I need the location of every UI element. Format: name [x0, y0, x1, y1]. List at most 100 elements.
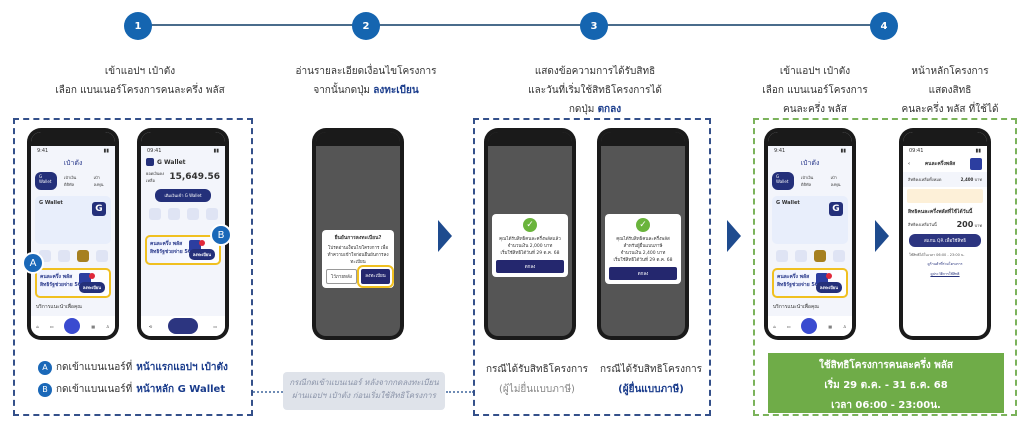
balance-value: 15,649.56: [169, 172, 220, 182]
chip-invest[interactable]: เป๋าลงทุน: [830, 175, 841, 187]
caption-line: คนละครึ่ง พลัส: [783, 104, 847, 115]
chip-invest[interactable]: เป๋าลงทุน: [93, 175, 104, 187]
note-box: กรณีกดเข้าแบนเนอร์ หลังจากกดลงทะเบียน ผ่…: [283, 372, 445, 410]
phone-gwallet: 09:41▮▮ G Wallet ยอดเงินคงเหลือ 15,649.5…: [137, 128, 229, 340]
success-dialog: ✓ คุณได้รับสิทธิคนละครึ่งพลัส สำหรับผู้ย…: [605, 214, 681, 284]
service-icon[interactable]: [57, 250, 70, 262]
chip-digital[interactable]: เป๋าเงินดิจิทัล: [801, 175, 814, 187]
chip-gwallet[interactable]: G Wallet: [35, 172, 58, 190]
ok-button[interactable]: ตกลง: [496, 260, 564, 273]
service-icon[interactable]: [148, 208, 161, 220]
section-label: บริการแนะนำเพื่อคุณ: [773, 304, 819, 310]
phone-notch: [141, 132, 225, 146]
gwallet-logo-icon: G: [92, 202, 106, 216]
phone-notch: [903, 132, 987, 146]
banner-subtitle: สิทธิรัฐช่วยจ่าย 50%: [150, 249, 197, 255]
service-icon[interactable]: [167, 208, 180, 220]
usage-line: เวลา 06:00 - 23:00น.: [831, 400, 941, 411]
dialog-body: โปรดอ่านเงื่อนไขโครงการ เพื่อทำความเข้าใ…: [327, 246, 389, 265]
section-label: บริการแนะนำเพื่อคุณ: [36, 304, 82, 310]
service-icon[interactable]: [832, 250, 845, 262]
phone-notch: [31, 132, 115, 146]
success-dialog: ✓ คุณได้รับสิทธิคนละครึ่งพลัสแล้ว จำนวนเ…: [492, 214, 568, 277]
stores-link[interactable]: ดูร้านค้าที่ร่วมโครงการ: [927, 262, 963, 266]
dialog-line: จำนวนเงิน 2,000 บาท: [507, 244, 553, 249]
balance-label: ยอดเงินคงเหลือ: [146, 171, 165, 183]
unit: บาท: [974, 177, 982, 182]
step-3-box: [473, 118, 711, 416]
caption-line: แสดงข้อความการได้รับสิทธิ: [534, 66, 656, 77]
nav-scan-icon[interactable]: [801, 318, 818, 334]
today-label: สิทธิคงเหลือวันนี้: [908, 222, 937, 227]
gwallet-title: G Wallet: [157, 158, 186, 166]
note-connector-right: [446, 391, 474, 393]
later-button[interactable]: ไว้ภายหลัง: [326, 269, 357, 284]
nav-wallet-icon[interactable]: ▭: [786, 323, 791, 329]
khon-la-khrueng-banner[interactable]: คนละครึ่ง พลัส สิทธิรัฐช่วยจ่าย 50% ลงทะ…: [145, 235, 221, 265]
dialog-line: สำหรับผู้ยื่นแบบภาษี: [623, 244, 663, 249]
topup-button[interactable]: เติมเงินเข้า G Wallet: [155, 189, 211, 202]
step-connector-line: [138, 24, 884, 26]
phone-home: 9:41▮▮ เป๋าตัง G Wallet เป๋าเงินดิจิทัล …: [27, 128, 119, 340]
arrow-right-icon: [875, 220, 889, 252]
legend-highlight: หน้าหลัก G Wallet: [136, 384, 226, 395]
nav-scan-icon[interactable]: [167, 318, 198, 334]
check-icon: ✓: [636, 218, 650, 232]
chip-digital[interactable]: เป๋าเงินดิจิทัล: [64, 175, 77, 187]
banner-register-button[interactable]: ลงทะเบียน: [815, 282, 842, 293]
phone-success-2: ✓ คุณได้รับสิทธิคนละครึ่งพลัส สำหรับผู้ย…: [597, 128, 689, 340]
caption-highlight: ลงทะเบียน: [373, 85, 419, 96]
banner-register-button[interactable]: ลงทะเบียน: [78, 282, 105, 293]
service-icon[interactable]: [794, 250, 807, 262]
heart-icon: [199, 240, 205, 246]
app-title: เป๋าตัง: [800, 159, 820, 167]
gwallet-card[interactable]: G Wallet G: [772, 196, 848, 244]
phone-notch: [601, 132, 685, 146]
chip-gwallet[interactable]: G Wallet: [772, 172, 795, 190]
gwallet-logo-icon: [146, 158, 154, 166]
gwallet-card[interactable]: G Wallet G: [35, 196, 111, 244]
nav-card-icon[interactable]: ▭: [213, 323, 218, 329]
scan-qr-button[interactable]: สแกน QR เพื่อใช้สิทธิ: [909, 234, 981, 247]
service-icon[interactable]: [775, 250, 788, 262]
nav-services-icon[interactable]: ▦: [828, 323, 833, 329]
today-heading: สิทธิคนละครึ่งพลัสที่ใช้ได้วันนี้: [908, 209, 973, 215]
khon-la-khrueng-banner[interactable]: คนละครึ่ง พลัส สิทธิรัฐช่วยจ่าย 50% ลงทะ…: [35, 268, 111, 298]
status-time: 9:41: [774, 148, 786, 154]
service-icon[interactable]: [186, 208, 199, 220]
legend-b: B กดเข้าแบนเนอร์ที่ หน้าหลัก G Wallet: [38, 382, 225, 397]
legend-badge: B: [38, 382, 52, 397]
nav-profile-icon[interactable]: ♙: [105, 323, 110, 329]
ok-button[interactable]: ตกลง: [609, 267, 677, 280]
banner-register-button[interactable]: ลงทะเบียน: [188, 249, 215, 260]
register-button[interactable]: ลงทะเบียน: [357, 265, 394, 288]
legend-highlight: หน้าแรกแอปฯ เป๋าตัง: [136, 362, 228, 373]
phone-notch: [316, 132, 400, 146]
back-icon[interactable]: ‹: [908, 161, 911, 167]
phone-notch: [768, 132, 852, 146]
step-1-badge: 1: [124, 12, 152, 40]
case-sub: (ผู้ไม่ยื่นแบบภาษี): [499, 384, 575, 395]
step-2-caption: อ่านรายละเอียดเงื่อนไขโครงการ จากนั้นกดป…: [266, 62, 466, 100]
legend-text: กดเข้าแบนเนอร์ที่: [56, 384, 133, 395]
history-link[interactable]: ดูประวัติการใช้สิทธิ: [930, 272, 960, 276]
service-icon[interactable]: [813, 250, 826, 262]
khon-la-khrueng-banner[interactable]: คนละครึ่ง พลัส สิทธิรัฐช่วยจ่าย 50% ลงทะ…: [772, 268, 848, 298]
nav-home-icon[interactable]: ⌂: [36, 323, 39, 329]
nav-home-icon[interactable]: ⌂: [773, 323, 776, 329]
service-icon[interactable]: [95, 250, 108, 262]
step-3-caption: แสดงข้อความการได้รับสิทธิ และวันที่เริ่ม…: [495, 62, 695, 119]
nav-profile-icon[interactable]: ♙: [842, 323, 847, 329]
nav-history-icon[interactable]: ⟲: [148, 323, 153, 329]
bottom-navbar: ⌂ ▭ ▦ ♙: [31, 316, 115, 336]
card-title: G Wallet: [39, 200, 63, 206]
nav-scan-icon[interactable]: [64, 318, 81, 334]
heart-icon: [826, 273, 832, 279]
nav-wallet-icon[interactable]: ▭: [49, 323, 54, 329]
legend-text: กดเข้าแบนเนอร์ที่: [56, 362, 133, 373]
usage-info: ใช้สิทธิได้ในเวลา 06:00 - 23:00 น.: [909, 253, 965, 257]
nav-services-icon[interactable]: ▦: [91, 323, 96, 329]
service-icon[interactable]: [76, 250, 89, 262]
caption-line: จากนั้นกดปุ่ม: [313, 85, 371, 96]
service-icon[interactable]: [205, 208, 218, 220]
